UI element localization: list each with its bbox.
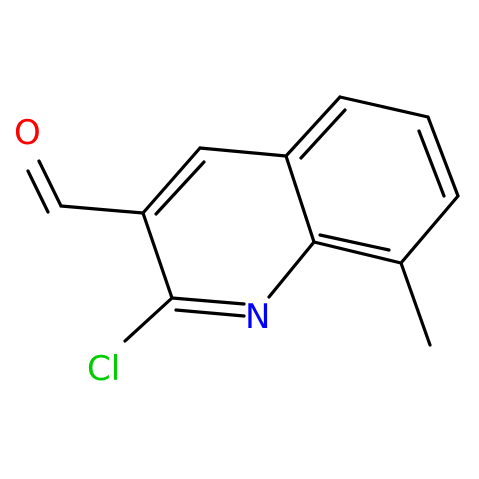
- bond-c2-cl: [123, 296, 174, 343]
- bond-c4a-c5-inner: [299, 108, 347, 160]
- bond-c3-c4-inner: [154, 160, 206, 216]
- bond-c3-c4: [141, 146, 202, 215]
- bond-c8-methyl: [399, 261, 432, 347]
- bond-aldehyde-co-1: [37, 159, 63, 208]
- bond-c4a-c5: [284, 95, 342, 158]
- bond-cho-c3: [59, 204, 145, 215]
- bond-c5-c6: [338, 95, 430, 119]
- bond-n-c2-inner: [174, 308, 246, 318]
- bond-c8a-c4a: [284, 154, 316, 244]
- bond-c6-c7: [426, 115, 460, 198]
- bond-c4-c4a: [198, 146, 288, 158]
- bond-c6-c7-inner: [417, 129, 446, 198]
- atom-label-oxygen: O: [14, 113, 41, 153]
- bond-aldehyde-co-2: [26, 169, 50, 214]
- bond-c8-c8a: [312, 240, 403, 265]
- bond-c8a-n: [267, 240, 316, 299]
- atom-label-nitrogen: N: [245, 297, 270, 337]
- bond-n-c2: [170, 296, 246, 306]
- bond-c7-c8: [399, 194, 460, 265]
- bond-c2-c3: [141, 211, 174, 300]
- atom-label-chlorine: Cl: [87, 349, 120, 389]
- bond-c8-c8a-inner: [318, 233, 391, 252]
